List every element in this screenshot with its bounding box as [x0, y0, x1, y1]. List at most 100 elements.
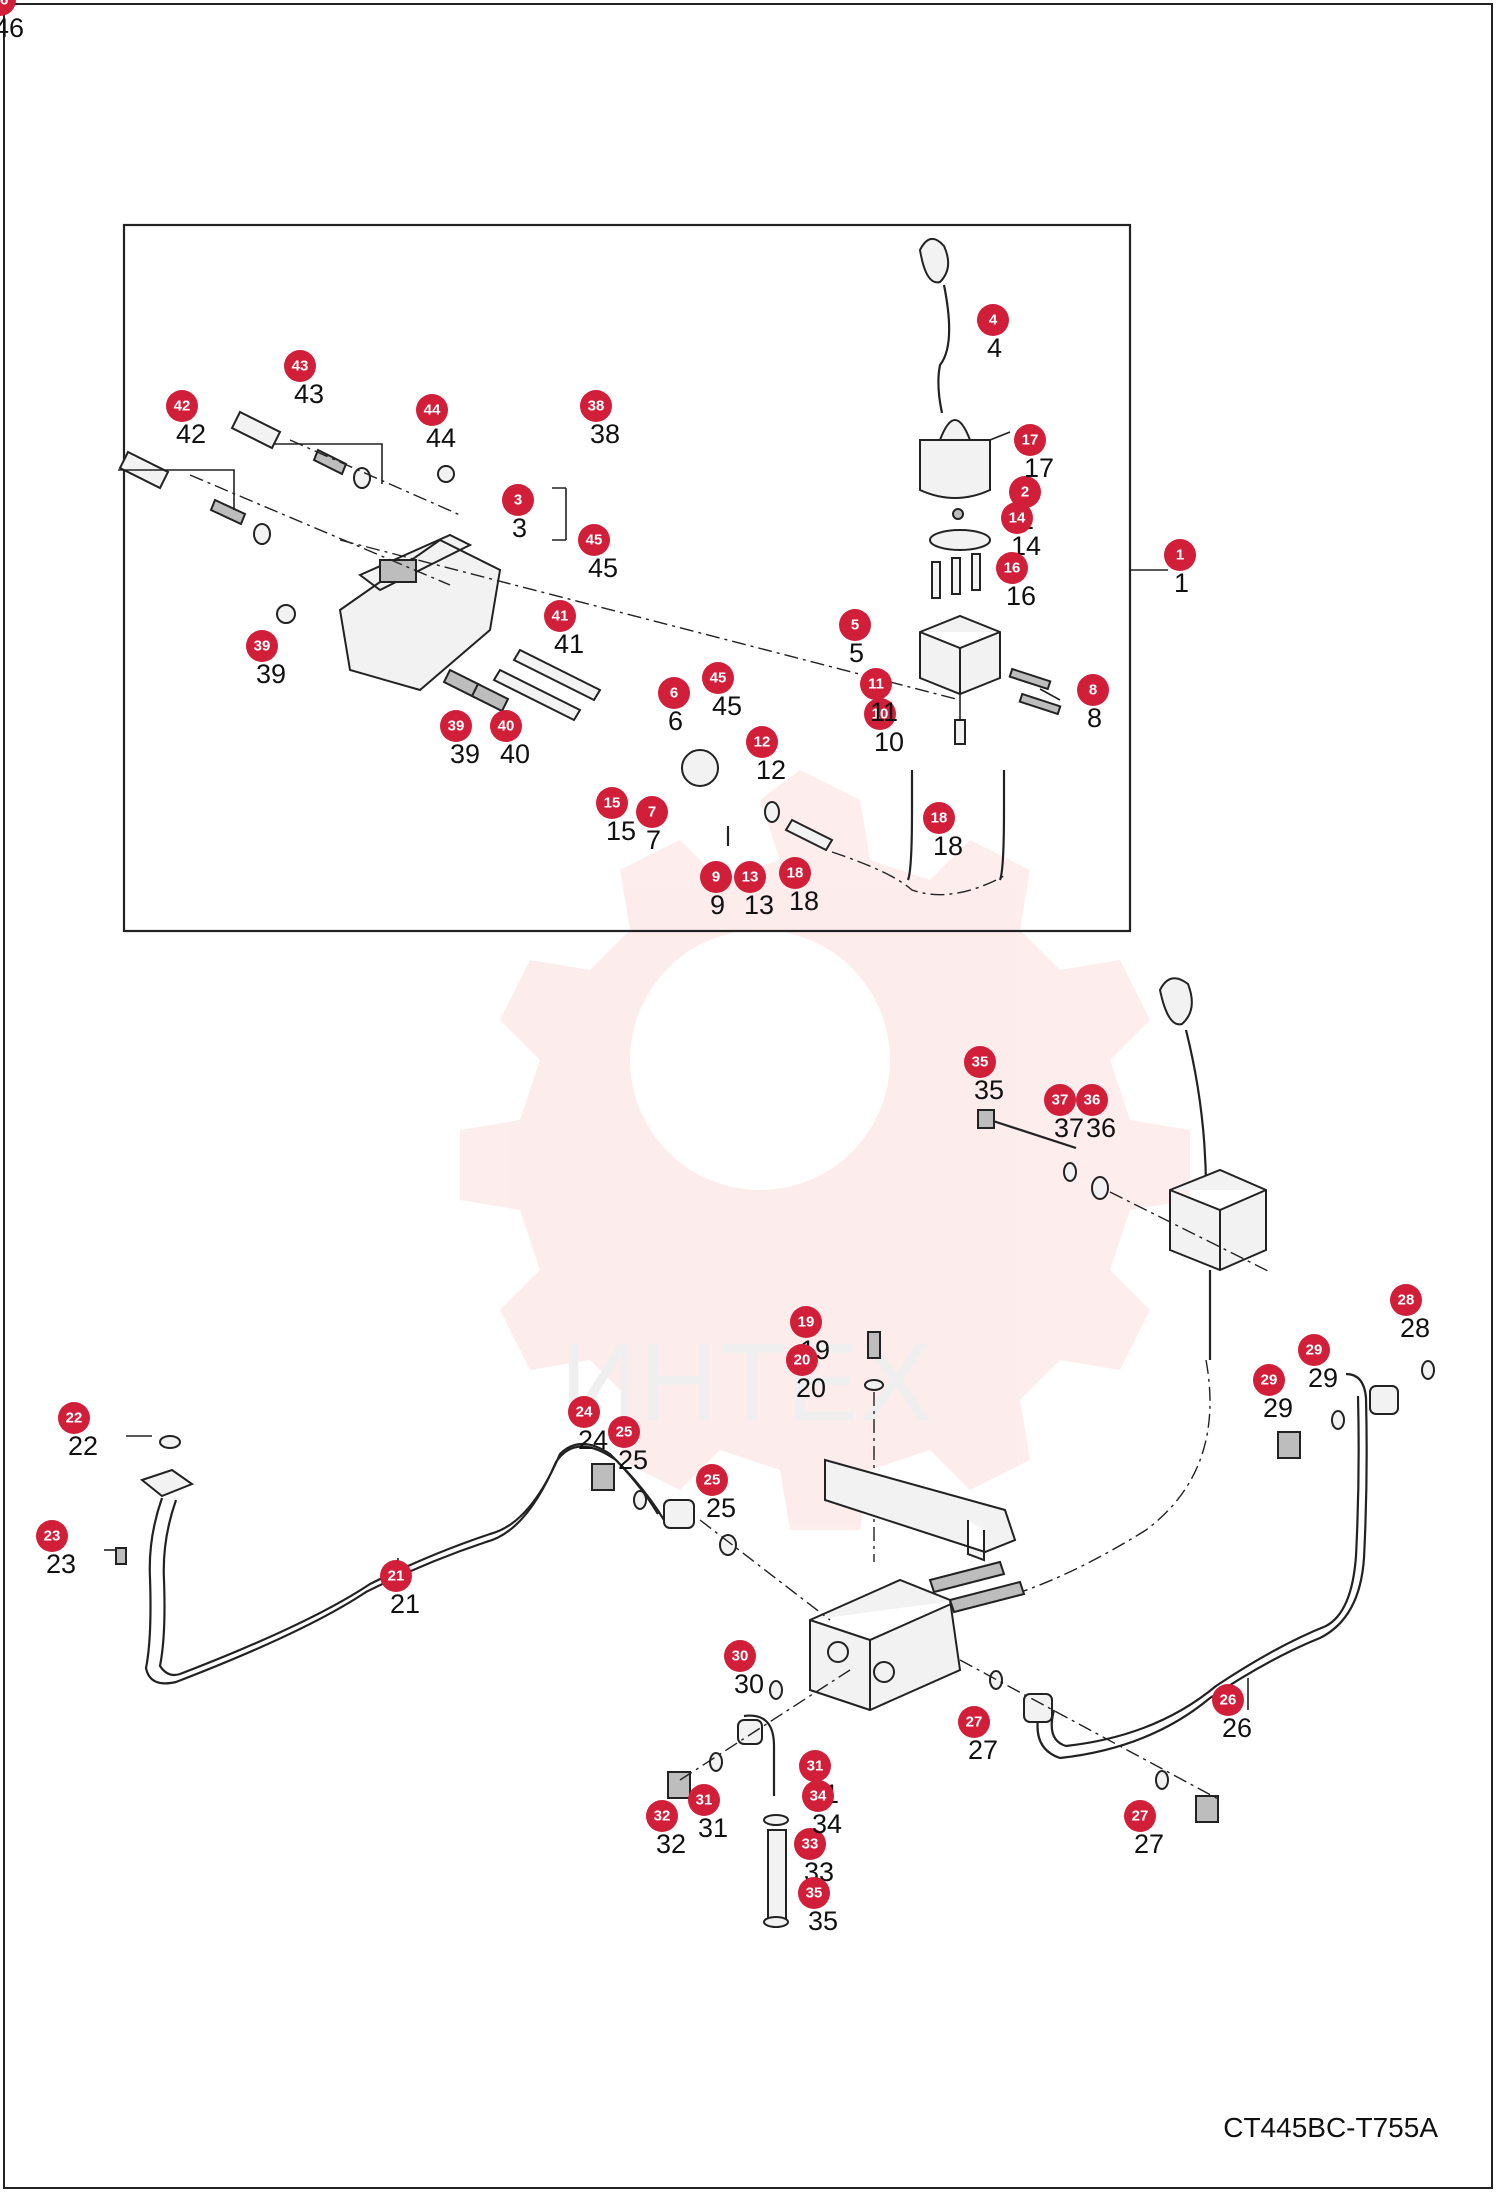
- part-number-label: 22: [68, 1431, 98, 1461]
- callout-layer: 1122334455667788991010111112121313141415…: [0, 0, 1430, 1936]
- part-number-label: 16: [1006, 581, 1036, 611]
- part-number-label: 37: [1054, 1113, 1084, 1143]
- callout-number: 25: [616, 1424, 633, 1441]
- main-lever-knob: [1158, 977, 1193, 1026]
- callout-number: 45: [710, 670, 727, 687]
- part-number-label: 45: [588, 553, 618, 583]
- callout-number: 28: [1398, 1292, 1415, 1309]
- clamp-35b: [763, 1916, 789, 1928]
- fitting-33: [667, 1771, 691, 1799]
- part-number-label: 7: [646, 825, 661, 855]
- part-number-label: 25: [706, 1493, 736, 1523]
- part-number-label: 39: [450, 739, 480, 769]
- o-ring-29a: [1331, 1410, 1345, 1430]
- detail-view-box: [122, 223, 1132, 933]
- fitting-30: [1277, 1431, 1301, 1459]
- hose-34: [767, 1829, 787, 1921]
- part-number-label: 34: [812, 1809, 842, 1839]
- callout-badge: [696, 1464, 728, 1496]
- valve-spool-out-2: [948, 1580, 1026, 1614]
- washer-38: [1063, 1162, 1077, 1182]
- callout-badge: [734, 861, 766, 893]
- part-number-label: 21: [390, 1589, 420, 1619]
- boot: [919, 419, 991, 499]
- callout-3: 33: [502, 484, 534, 543]
- callout-badge: [798, 1877, 830, 1909]
- callout-number: 31: [696, 1792, 713, 1809]
- fitting-28: [1195, 1795, 1219, 1823]
- part-number-label: 1: [1174, 568, 1189, 598]
- callout-badge: [1298, 1334, 1330, 1366]
- callout-number: 21: [388, 1568, 405, 1585]
- callout-badge: [1044, 1084, 1076, 1116]
- callout-badge: [702, 662, 734, 694]
- main-joystick-body: [1169, 1168, 1267, 1272]
- callout-badge: [1390, 1284, 1422, 1316]
- callout-number: 1: [1176, 547, 1184, 564]
- callout-badge: [802, 1780, 834, 1812]
- callout-number: 27: [966, 1714, 983, 1731]
- callout-badge: [860, 668, 892, 700]
- callout-5: 55: [839, 609, 871, 668]
- callout-number: 40: [498, 718, 515, 735]
- part-number-label: 31: [698, 1813, 728, 1843]
- part-number-label: 36: [1086, 1113, 1116, 1143]
- callout-number: 16: [1004, 560, 1021, 577]
- callout-badge: [958, 1706, 990, 1738]
- callout-number: 41: [552, 608, 569, 625]
- callout-number: 26: [1220, 1692, 1237, 1709]
- spool-lower: [492, 668, 582, 722]
- bolt-10: [954, 719, 966, 745]
- callout-badge: [36, 1520, 68, 1552]
- valve-port-1: [827, 1641, 849, 1663]
- valve-port-2: [873, 1661, 895, 1683]
- callout-number: 19: [798, 1314, 815, 1331]
- bolt-19: [867, 1331, 881, 1359]
- part-number-label: 9: [710, 890, 725, 920]
- spool-upper: [512, 648, 602, 702]
- part-number-label: 20: [796, 1373, 826, 1403]
- elbow-joint-26-top: [1369, 1385, 1399, 1415]
- washer-43: [253, 523, 271, 545]
- callout-number: 34: [810, 1788, 827, 1805]
- valve-spool-out: [928, 1560, 1006, 1594]
- callout-number: 44: [424, 402, 441, 419]
- plug-45: [437, 465, 455, 483]
- callout-badge: [596, 787, 628, 819]
- callout-number: 20: [794, 1352, 811, 1369]
- pusher-a: [931, 561, 941, 599]
- callout-badge: [1001, 502, 1033, 534]
- relief-valve-41: [470, 682, 510, 713]
- callout-number: 3: [514, 492, 522, 509]
- callout-badge: [1124, 1800, 1156, 1832]
- fitting-24: [591, 1463, 615, 1491]
- callout-badge: [1076, 1084, 1108, 1116]
- callout-badge: [794, 1828, 826, 1860]
- callout-number: 36: [1084, 1092, 1101, 1109]
- callout-number: 43: [292, 358, 309, 375]
- callout-badge: [0, 0, 16, 16]
- part-number-label: 10: [874, 727, 904, 757]
- part-number-label: 3: [512, 513, 527, 543]
- callout-8: 88: [1077, 674, 1109, 733]
- callout-number: 15: [604, 795, 621, 812]
- callout-number: 5: [851, 617, 859, 634]
- pin-a: [1008, 667, 1052, 691]
